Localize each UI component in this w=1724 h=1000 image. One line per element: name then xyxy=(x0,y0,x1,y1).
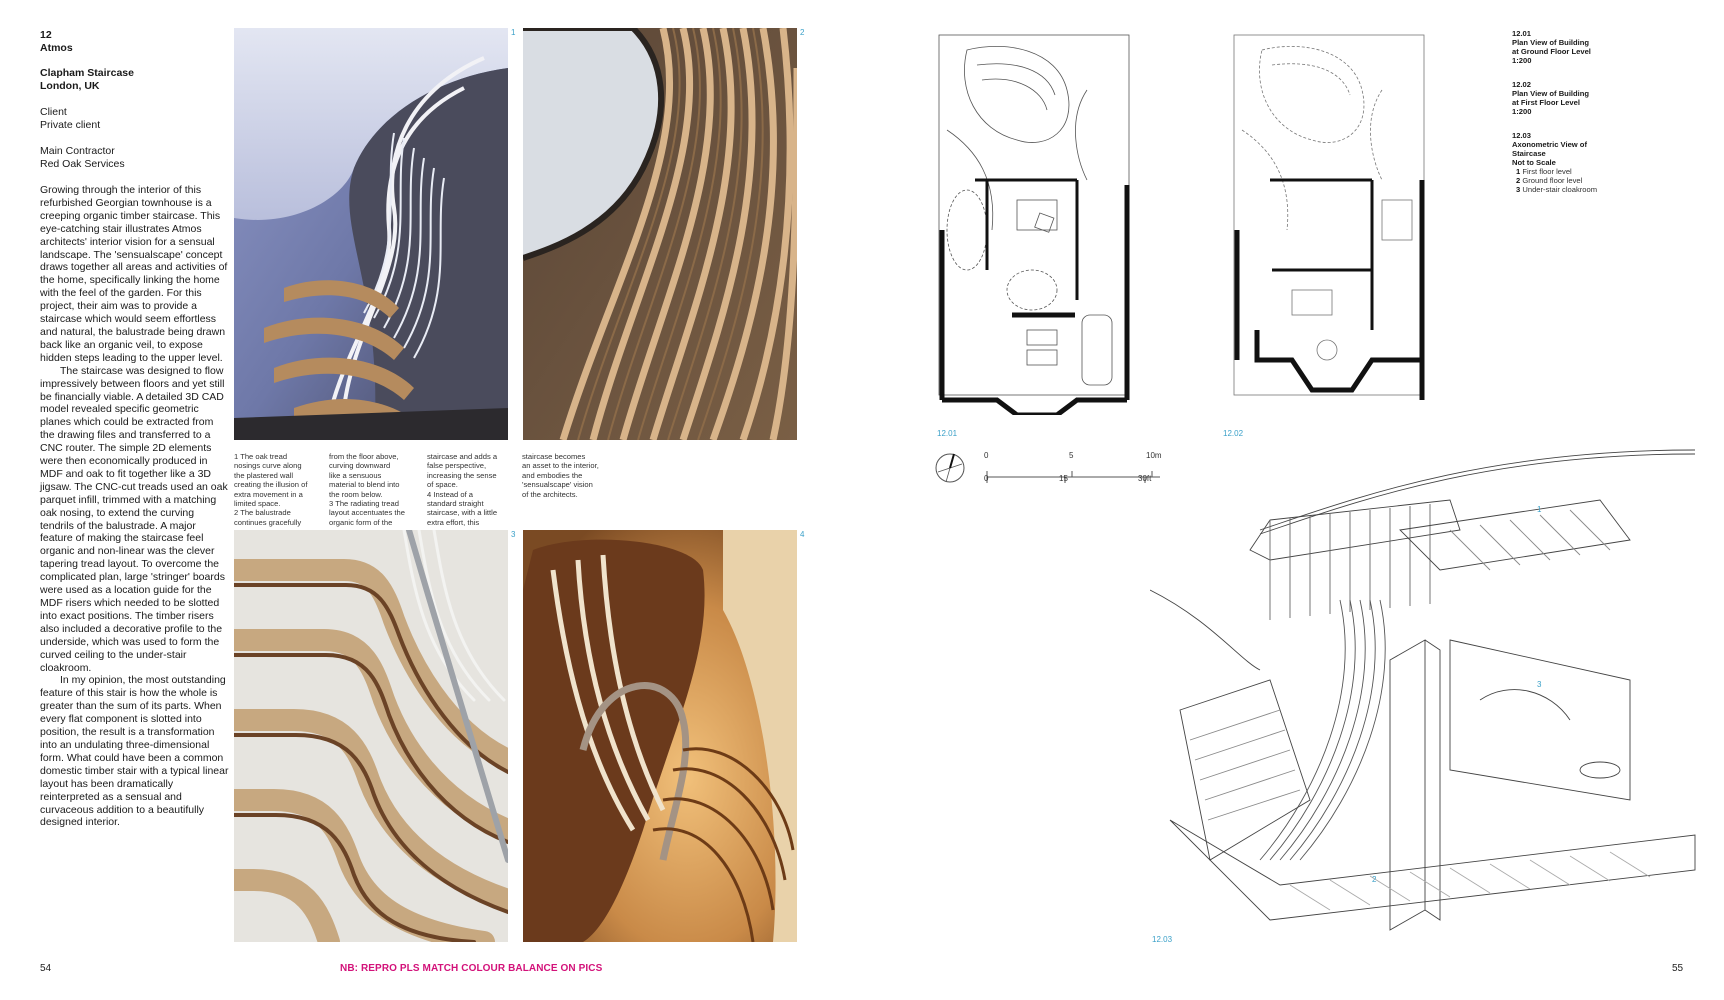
axo-callout-1: 1 xyxy=(1537,505,1542,514)
caption-column-1: 1 The oak tread nosings curve along the … xyxy=(234,452,308,527)
architect-name: Atmos xyxy=(40,42,73,54)
scale-imperial-15: 15 xyxy=(1059,474,1068,483)
photo-number: 1 xyxy=(511,28,516,37)
contractor-value: Red Oak Services xyxy=(40,158,125,170)
figure-caption-12-01: 12.01 Plan View of Building at Ground Fl… xyxy=(1512,29,1662,65)
figure-title-line: Plan View of Building xyxy=(1512,38,1590,47)
entry-number: 12 xyxy=(40,29,52,41)
scale-imperial-30: 30ft xyxy=(1138,474,1152,483)
figure-label-12-03: 12.03 xyxy=(1152,935,1173,944)
north-arrow-icon xyxy=(934,452,966,484)
contractor-label: Main Contractor xyxy=(40,145,115,157)
caption-column-3: staircase and adds a false perspective, … xyxy=(427,452,498,527)
figure-title-line: Axonometric View of xyxy=(1512,140,1587,149)
legend-item: 2 Ground floor level xyxy=(1516,176,1583,185)
figure-caption-12-03: 12.03 Axonometric View of Staircase Not … xyxy=(1512,131,1612,194)
body-text: Growing through the interior of this ref… xyxy=(40,184,230,829)
entry-heading: 12 Atmos xyxy=(40,29,73,55)
caption-column-4: staircase becomes an asset to the interi… xyxy=(522,452,599,499)
axo-callout-2: 2 xyxy=(1372,875,1377,884)
figure-scale: 1:200 xyxy=(1512,107,1532,116)
project-title: Clapham Staircase xyxy=(40,67,134,79)
photo-number: 3 xyxy=(511,530,516,539)
legend-item: 3 Under-stair cloakroom xyxy=(1516,185,1598,194)
project-location: London, UK xyxy=(40,80,100,92)
scale-bar xyxy=(980,453,1170,493)
figure-caption-12-02: 12.02 Plan View of Building at First Flo… xyxy=(1512,80,1662,116)
photo-number: 4 xyxy=(800,530,805,539)
client-value: Private client xyxy=(40,119,101,131)
figure-title-line: at Ground Floor Level xyxy=(1512,47,1591,56)
figure-id: 12.01 xyxy=(1512,29,1532,38)
client-block: Client Private client xyxy=(40,106,100,132)
photo-3 xyxy=(234,530,508,942)
caption-column-2: from the floor above, curving downward l… xyxy=(329,452,405,527)
photo-4 xyxy=(523,530,797,942)
ground-floor-plan xyxy=(937,30,1133,415)
figure-title-line: Plan View of Building xyxy=(1512,89,1590,98)
scale-imperial-0: 0 xyxy=(984,474,989,483)
body-paragraph: Growing through the interior of this ref… xyxy=(40,184,228,364)
scale-metric-10: 10m xyxy=(1146,451,1162,460)
figure-id: 12.03 xyxy=(1512,131,1532,140)
legend-item: 1 First floor level xyxy=(1516,167,1572,176)
figure-title-line: Staircase xyxy=(1512,149,1546,158)
axonometric-drawing xyxy=(1150,440,1700,945)
body-paragraph: The staircase was designed to flow impre… xyxy=(40,364,228,674)
axo-callout-3: 3 xyxy=(1537,680,1542,689)
figure-scale: 1:200 xyxy=(1512,56,1532,65)
photo-number: 2 xyxy=(800,28,805,37)
client-label: Client xyxy=(40,106,67,118)
figure-label-12-02: 12.02 xyxy=(1223,429,1244,438)
figure-title-line: at First Floor Level xyxy=(1512,98,1580,107)
project-heading: Clapham Staircase London, UK xyxy=(40,67,134,93)
photo-2 xyxy=(523,28,797,440)
body-paragraph: In my opinion, the most outstanding feat… xyxy=(40,674,229,829)
contractor-block: Main Contractor Red Oak Services xyxy=(40,145,125,171)
figure-scale: Not to Scale xyxy=(1512,158,1556,167)
page-number-left: 54 xyxy=(40,963,52,974)
figure-label-12-01: 12.01 xyxy=(937,429,958,438)
photo-1 xyxy=(234,28,508,440)
page-number-right: 55 xyxy=(1672,963,1684,974)
scale-metric-5: 5 xyxy=(1069,451,1074,460)
print-note: NB: REPRO PLS MATCH COLOUR BALANCE ON PI… xyxy=(340,963,603,974)
first-floor-plan xyxy=(1232,30,1428,415)
figure-id: 12.02 xyxy=(1512,80,1532,89)
scale-metric-0: 0 xyxy=(984,451,989,460)
